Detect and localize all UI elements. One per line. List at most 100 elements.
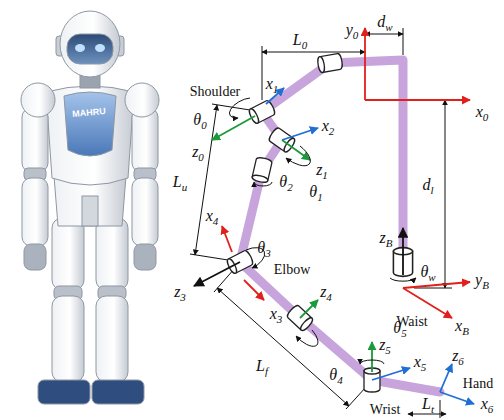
symbol: z [452,347,458,364]
symbol: L [256,357,265,374]
axis-arrow [403,282,470,288]
subscript: 0 [198,151,204,163]
extension-line [262,46,263,100]
axis-label: x2 [322,118,335,134]
axis-arrow [371,342,373,372]
arm-link [240,63,440,392]
symbol: θ [257,239,265,256]
part-label: Hand [463,377,493,391]
symbol: d [377,13,385,30]
robot-thigh [52,218,84,290]
rotation-arrows [229,98,416,364]
subscript: 1 [273,83,279,95]
joints [226,53,413,392]
axis-label: x5 [414,354,427,370]
symbol: z [320,283,326,300]
subscript: B [482,279,489,291]
subscript: l [430,184,433,196]
axis-arrow [300,300,318,318]
axis-arrow [212,116,255,140]
symbol: d [422,176,430,193]
robot-upper-arm [22,108,48,172]
robot-thigh [96,218,128,290]
robot-hand [24,244,46,270]
subscript: 4 [213,215,219,227]
robot-foot [38,380,90,404]
axis-label: zB [380,230,393,246]
symbol: x [206,207,213,224]
dimension-label: Lf [256,358,268,374]
subscript: t [431,403,434,415]
subscript: B [386,237,393,249]
cylinder-cap [299,316,314,332]
rotation-arrow [360,360,384,364]
symbol: θ [193,111,201,128]
robot-shoulder [21,83,55,117]
joint-angle-label: θ5 [393,320,406,336]
dimension-label: dw [377,14,392,30]
axis-label: xB [455,318,469,334]
axis-arrow [402,228,404,275]
axis-label: z3 [174,284,186,300]
symbol: z [379,336,385,353]
axis-label: z6 [452,348,464,364]
symbol: θ [393,319,401,336]
robot-torso [46,86,134,185]
part-label: Wrist [370,403,401,417]
symbol: z [380,229,386,246]
subscript: w [385,21,392,33]
cylinder-cap [317,56,326,73]
axis-label: z5 [379,337,391,353]
symbol: L [293,31,302,48]
torso-link [330,60,403,252]
axis-label: x0 [476,104,489,120]
robot-foot [92,380,144,404]
subscript: 5 [385,344,391,356]
joint-angle-label: θw [420,264,435,280]
subscript: 0 [483,111,489,123]
subscript: 3 [265,247,271,259]
symbol: θ [420,263,428,280]
subscript: 0 [302,39,308,51]
rotation-arrow [390,278,416,281]
axis-label: x4 [206,208,219,224]
symbol: y [475,271,482,288]
robot-hand [134,244,156,270]
robot-forearm [132,178,158,246]
axis-arrow [282,140,310,160]
axis-arrow [403,288,452,318]
robot-chest-panel [64,92,116,156]
symbol: x [322,117,329,134]
axis-arrow [372,368,410,380]
subscript: 3 [277,313,283,325]
joint-angle-label: θ4 [329,367,342,383]
axis-label: z4 [320,284,332,300]
robot-pelvis-panel [82,196,98,226]
robot-links [240,60,440,392]
axis-arrow [440,364,452,392]
robot-eye [75,44,85,52]
extension-line [440,400,441,418]
dimension-line [365,34,403,35]
subscript: u [182,181,188,193]
symbol: x [481,395,488,412]
robot-visor [67,34,113,64]
axis-label: z0 [192,144,204,160]
joint-angle-label: θ2 [279,174,292,190]
axis-label: yB [475,272,489,288]
joint-angle-label: θ1 [309,184,322,200]
symbol: x [270,305,277,322]
subscript: B [462,325,469,337]
robot-forearm [22,178,48,246]
joint-cylinder [248,99,277,124]
axis-label: x3 [270,306,283,322]
joint-cylinder [252,157,273,184]
subscript: 0 [353,29,359,41]
robot-upper-arm [132,108,158,172]
joint-cylinder [317,53,343,73]
subscript: w [428,271,435,283]
symbol: z [174,283,180,300]
dimension-label: dl [422,177,433,193]
subscript: 6 [458,355,464,367]
